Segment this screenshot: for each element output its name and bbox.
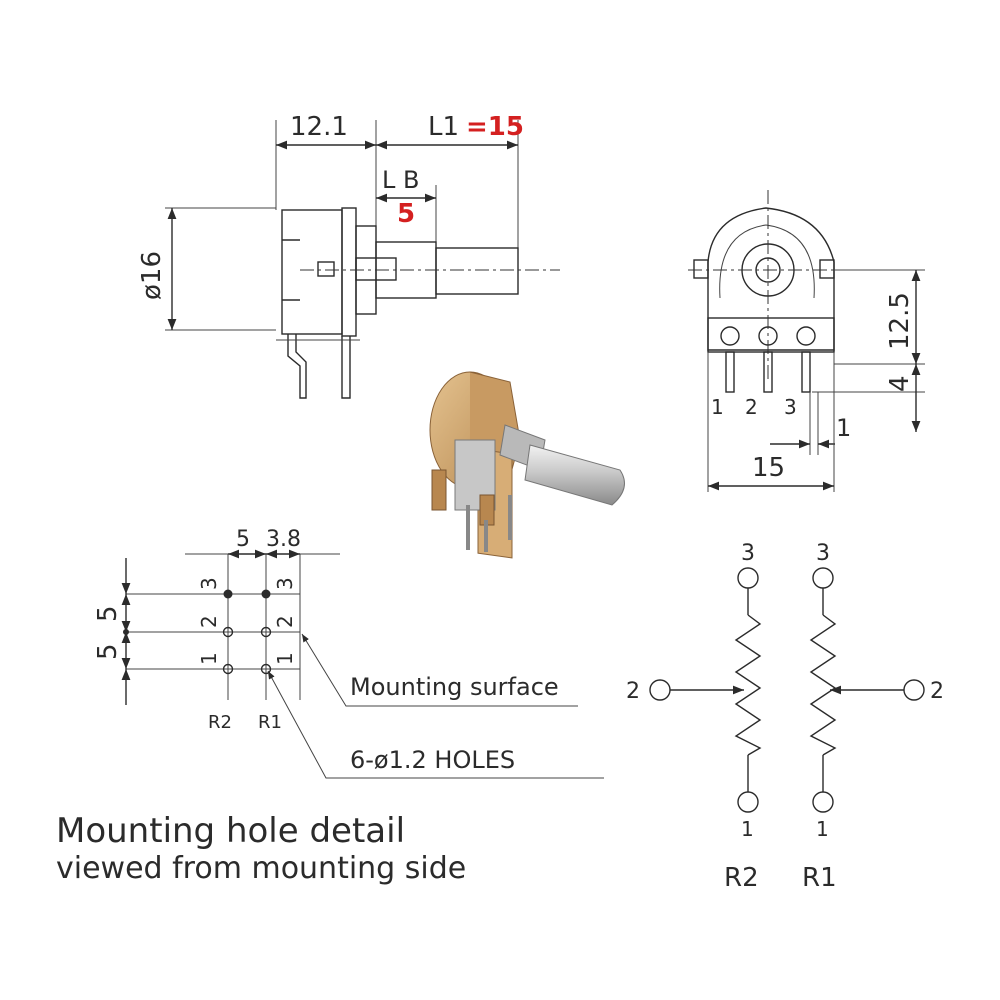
dim-bushing-value: 5 xyxy=(397,199,415,229)
r2-top-label: 3 xyxy=(741,541,755,566)
r2-name: R2 xyxy=(724,863,759,893)
schematic-r2: 3 1 2 R2 xyxy=(626,541,762,893)
side-view: 12.1 L1 =15 L B 5 ø16 xyxy=(137,112,560,399)
r2-terminal-1 xyxy=(737,791,759,813)
r1-bottom-label: 1 xyxy=(816,817,829,841)
pin-label-2: 2 xyxy=(745,395,758,419)
mounting-surface-label: Mounting surface xyxy=(350,673,559,701)
dim-left-b-text: 5 xyxy=(93,643,123,660)
dim-left-a-text: 5 xyxy=(93,605,123,622)
r1-terminal-2 xyxy=(903,679,925,701)
row-r1-2: 2 xyxy=(273,615,297,628)
caption-line-1: Mounting hole detail xyxy=(56,811,405,851)
r1-terminal-3 xyxy=(812,567,834,589)
dim-height-text: 12.5 xyxy=(885,292,915,350)
r2-terminal-2 xyxy=(649,679,671,701)
hole-r1-2 xyxy=(260,626,272,638)
dim-bushing-label: L B xyxy=(382,166,419,194)
hole-r2-3 xyxy=(223,589,233,599)
r2-resistor xyxy=(734,614,762,756)
hole-r1-1 xyxy=(260,663,272,675)
pin-label-3: 3 xyxy=(784,395,797,419)
hole-r2-2 xyxy=(222,626,234,638)
mounting-hole-detail: 5 3.8 5 5 3 2 1 3 2 1 R2 R1 xyxy=(56,527,604,886)
dim-shaft-value: =15 xyxy=(466,112,524,142)
r2-bottom-label: 1 xyxy=(741,817,754,841)
row-r2-3: 3 xyxy=(197,577,221,590)
dim-pin-text: 4 xyxy=(885,375,915,392)
front-view: 1 2 3 12.5 4 1 15 xyxy=(688,190,925,492)
r1-resistor xyxy=(809,614,837,756)
r1-name: R1 xyxy=(802,863,837,893)
potentiometer-photo xyxy=(429,371,625,559)
schematic-r1: 3 1 2 R1 xyxy=(802,541,944,893)
dim-body-text: 12.1 xyxy=(290,112,348,142)
row-r2-2: 2 xyxy=(197,615,221,628)
pin-label-1: 1 xyxy=(711,395,724,419)
schematic: 3 1 2 R2 3 1 2 R1 xyxy=(626,541,944,893)
r2-wiper-label: 2 xyxy=(626,679,640,704)
dim-top-a-text: 5 xyxy=(236,527,250,552)
front-view-body xyxy=(707,207,835,351)
dim-diameter-text: ø16 xyxy=(137,251,167,300)
dim-shaft-label: L1 xyxy=(428,112,459,142)
hole-r1-3 xyxy=(261,589,271,599)
label-r1: R1 xyxy=(258,712,282,733)
row-r1-3: 3 xyxy=(273,577,297,590)
r1-wiper-label: 2 xyxy=(930,679,944,704)
hole-r2-1 xyxy=(222,663,234,675)
dim-width-text: 15 xyxy=(752,453,785,483)
label-r2: R2 xyxy=(208,712,232,733)
row-r1-1: 1 xyxy=(273,652,297,665)
r1-terminal-1 xyxy=(812,791,834,813)
caption-line-2: viewed from mounting side xyxy=(56,851,466,886)
side-view-body xyxy=(276,207,519,399)
r1-top-label: 3 xyxy=(816,541,830,566)
r2-terminal-3 xyxy=(737,567,759,589)
row-r2-1: 1 xyxy=(197,652,221,665)
holes-label: 6-ø1.2 HOLES xyxy=(350,746,515,774)
dim-pin-width-text: 1 xyxy=(836,414,851,442)
dim-top-b-text: 3.8 xyxy=(266,527,301,552)
